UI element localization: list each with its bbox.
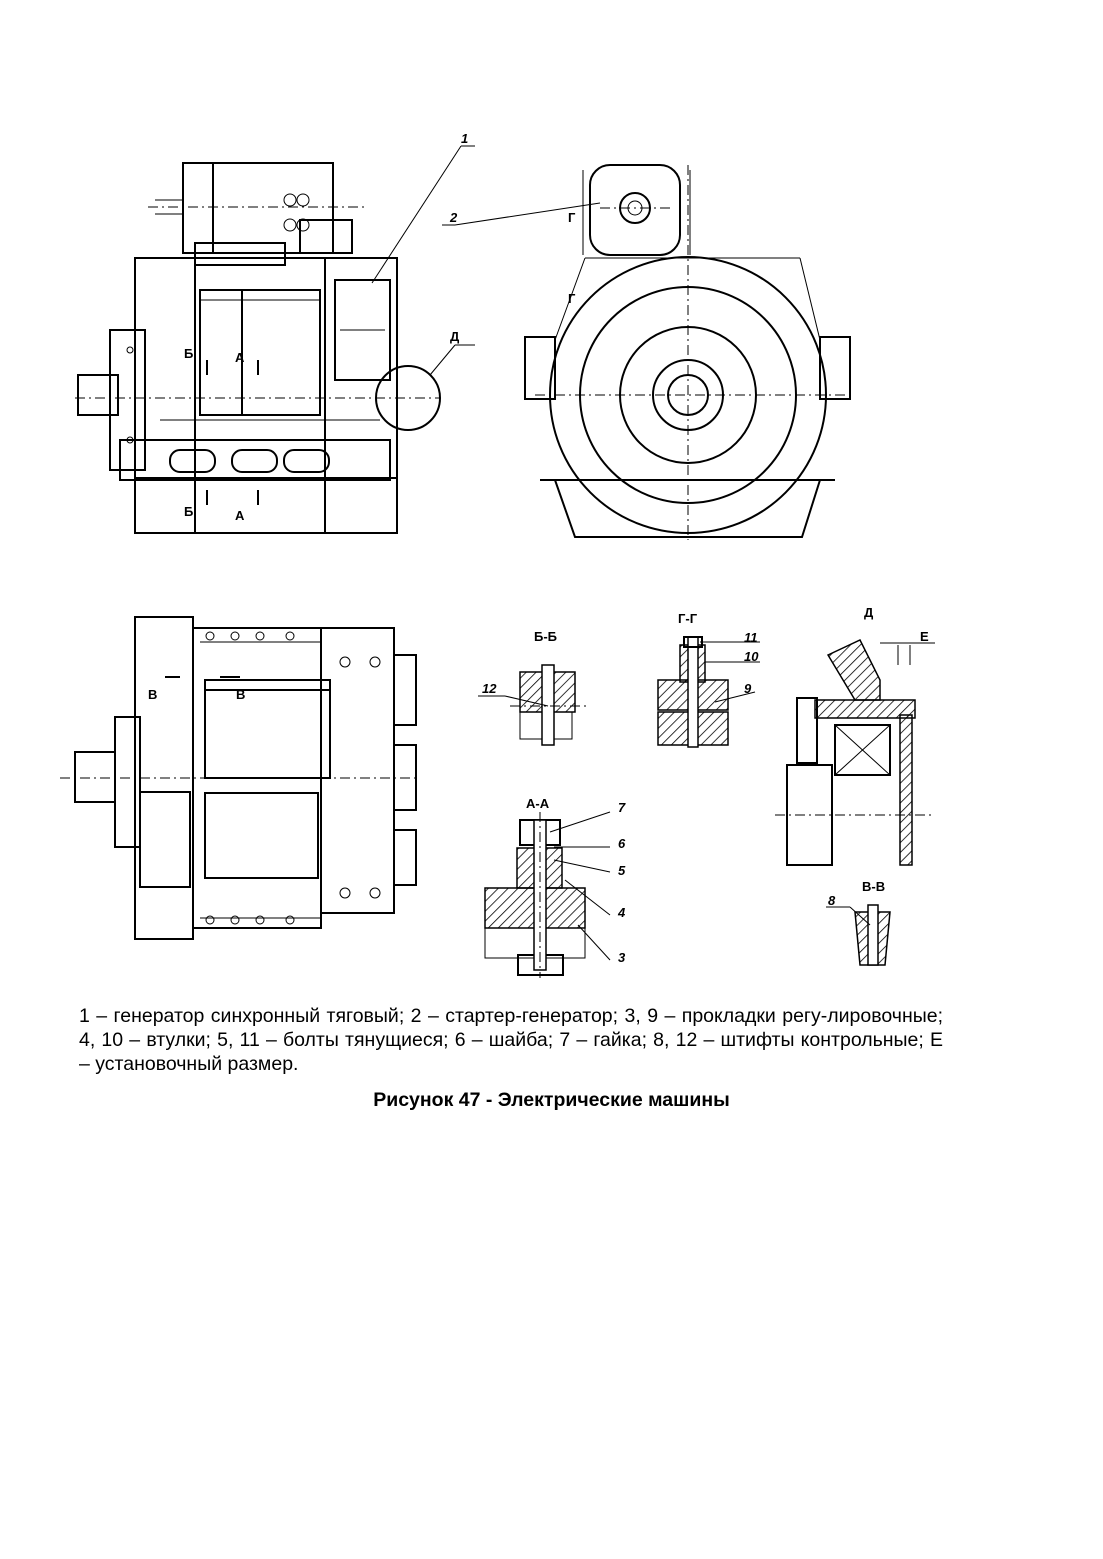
callout-11: 11: [744, 630, 758, 645]
callout-1: 1: [461, 131, 468, 146]
section-v-v-title: В-В: [862, 879, 885, 894]
section-g-g: [657, 636, 760, 748]
callout-9: 9: [744, 681, 752, 696]
figure-caption: 1 – генератор синхронный тяговый; 2 – ст…: [79, 1005, 943, 1075]
section-a-a: [484, 811, 611, 978]
mark-b-top: Б: [184, 346, 193, 361]
mark-a-top: А: [235, 350, 245, 365]
callout-4: 4: [617, 905, 626, 920]
callout-10: 10: [744, 649, 759, 664]
detail-d-title: Д: [864, 605, 874, 620]
mark-a-bottom: А: [235, 508, 245, 523]
mark-v-right: В: [236, 687, 245, 702]
dimension-e-label: Е: [920, 629, 929, 644]
section-v-v: [826, 904, 891, 966]
mark-g-bottom: Г: [568, 291, 576, 306]
callout-labels: 1 2 3 4 5 6 7 8 9 10 11 12: [449, 131, 836, 965]
figure-title: Рисунок 47 - Электрические машины: [373, 1089, 730, 1111]
section-g-g-title: Г-Г: [678, 611, 698, 626]
section-b-b-title: Б-Б: [534, 629, 557, 644]
view-titles: Б-Б Г-Г А-А В-В Д Е: [526, 605, 929, 894]
front-view: [75, 145, 475, 534]
section-a-a-title: А-А: [526, 796, 550, 811]
callout-12: 12: [482, 681, 497, 696]
callout-3: 3: [618, 950, 626, 965]
mark-d: Д: [450, 329, 460, 344]
section-b-b: [478, 664, 590, 746]
mark-v-left: В: [148, 687, 157, 702]
callout-5: 5: [618, 863, 626, 878]
callout-2: 2: [449, 210, 458, 225]
top-view: [60, 616, 420, 940]
section-marks: Б А Б А Д Г Г В В: [148, 210, 576, 702]
mark-g-top: Г: [568, 210, 576, 225]
callout-6: 6: [618, 836, 626, 851]
detail-d: [775, 639, 935, 866]
mark-b-bottom: Б: [184, 504, 193, 519]
callout-7: 7: [618, 800, 626, 815]
side-view: [442, 164, 851, 540]
callout-8: 8: [828, 893, 836, 908]
